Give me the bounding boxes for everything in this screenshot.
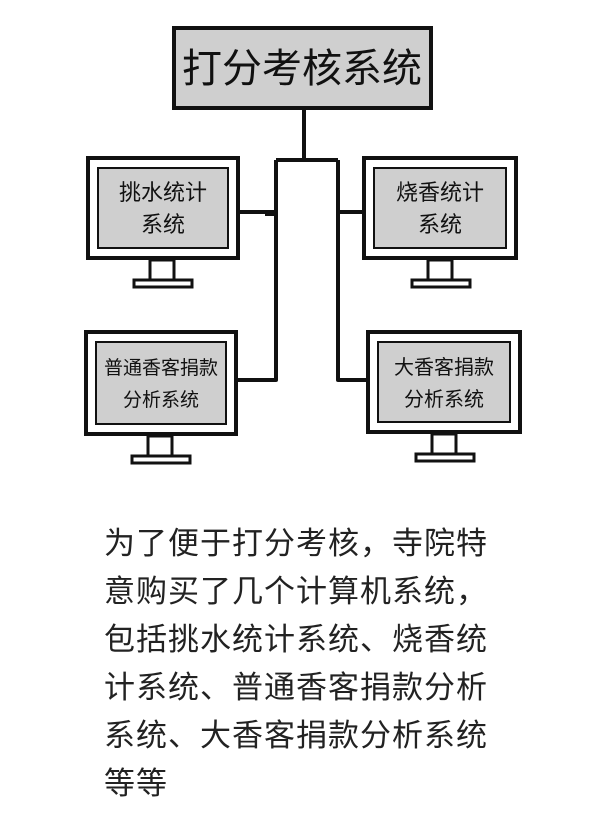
title-node: 打分考核系统	[172, 26, 433, 110]
monitor-regular-donation: 普通香客捐款 分析系统	[84, 330, 238, 465]
monitor-label-line2: 分析系统	[404, 387, 484, 411]
monitor-label-line2: 系统	[418, 213, 462, 238]
title-label: 打分考核系统	[182, 46, 422, 92]
caption-line: 等等	[104, 766, 168, 802]
caption-line: 计系统、普通香客捐款分析	[104, 670, 488, 706]
monitor-label-line1: 挑水统计	[119, 181, 207, 206]
monitor-label-line2: 系统	[141, 213, 185, 238]
monitor-major-donation: 大香客捐款 分析系统	[366, 330, 522, 463]
connector-lines	[236, 108, 368, 382]
caption-line: 为了便于打分考核，寺院特	[104, 526, 488, 562]
monitor-label-line1: 普通香客捐款	[104, 357, 218, 379]
monitor-label-line2: 分析系统	[123, 389, 199, 411]
caption-line: 包括挑水统计系统、烧香统	[104, 622, 488, 658]
monitor-incense-stats: 烧香统计 系统	[362, 156, 518, 289]
monitor-label-line1: 烧香统计	[396, 181, 484, 206]
left-branch	[236, 160, 278, 382]
caption-line: 意购买了几个计算机系统，	[104, 574, 488, 610]
right-branch	[336, 160, 368, 382]
monitor-label-line1: 大香客捐款	[394, 355, 494, 379]
caption-text: 为了便于打分考核，寺院特 意购买了几个计算机系统， 包括挑水统计系统、烧香统 计…	[104, 520, 554, 808]
caption-line: 系统、大香客捐款分析系统	[104, 718, 488, 754]
org-diagram: 打分考核系统 挑水统计 系统 烧香统计 系统 普通香客捐款 分析系统	[84, 26, 522, 465]
monitor-water-stats: 挑水统计 系统	[86, 156, 240, 289]
